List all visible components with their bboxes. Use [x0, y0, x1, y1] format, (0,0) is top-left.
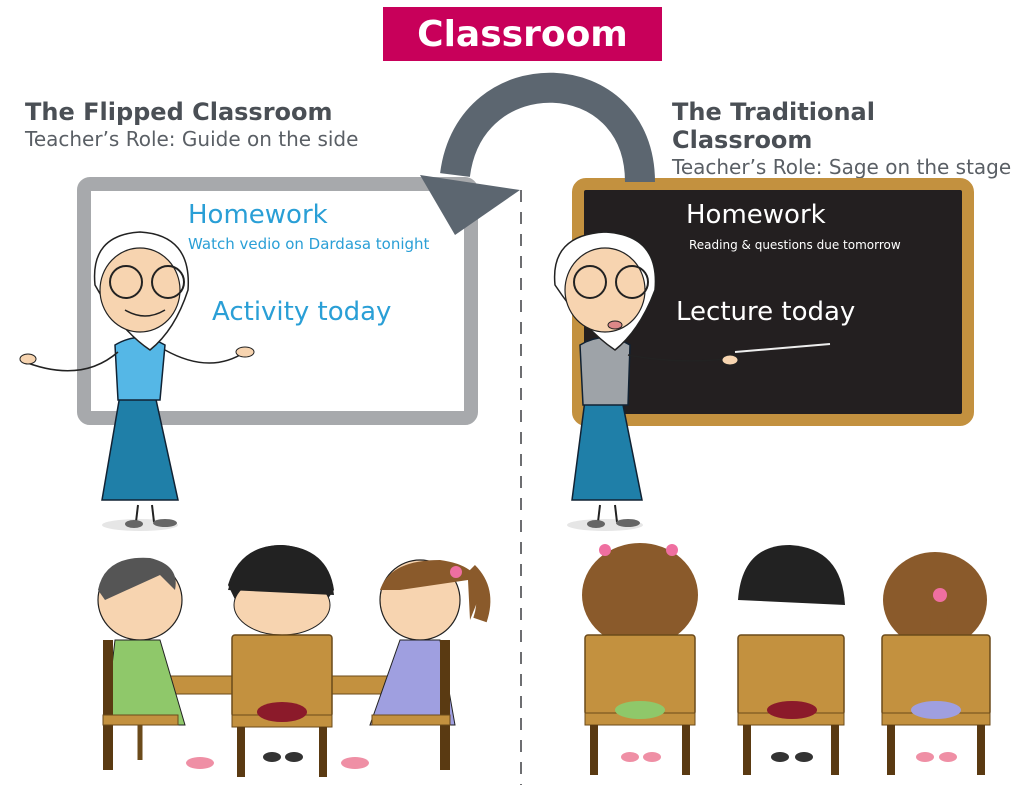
- students-flipped: [97, 545, 491, 777]
- arrow-head: [420, 175, 520, 235]
- teacher-traditional: [553, 231, 831, 531]
- flipped-heading-block: The Flipped Classroom Teacher’s Role: Gu…: [25, 98, 358, 152]
- traditional-heading-block: The Traditional Classroom Teacher’s Role…: [672, 98, 1021, 180]
- traditional-heading: The Traditional Classroom: [672, 98, 875, 154]
- flipped-role: Teacher’s Role: Guide on the side: [25, 127, 359, 151]
- flipped-activity: Activity today: [212, 297, 392, 327]
- arrow-body: [440, 72, 655, 183]
- whiteboard: [77, 177, 478, 425]
- flipped-homework-detail: Watch vedio on Dardasa tonight: [188, 235, 430, 253]
- teacher-flipped: [19, 231, 255, 531]
- traditional-homework-title: Homework: [686, 200, 826, 230]
- traditional-role: Teacher’s Role: Sage on the stage: [672, 155, 1012, 179]
- flipped-homework-title: Homework: [188, 200, 328, 230]
- page-title: Classroom: [383, 7, 662, 61]
- flipped-heading: The Flipped Classroom: [25, 98, 333, 126]
- students-traditional: [582, 543, 991, 775]
- traditional-homework-detail: Reading & questions due tomorrow: [689, 238, 901, 252]
- traditional-activity: Lecture today: [676, 297, 856, 327]
